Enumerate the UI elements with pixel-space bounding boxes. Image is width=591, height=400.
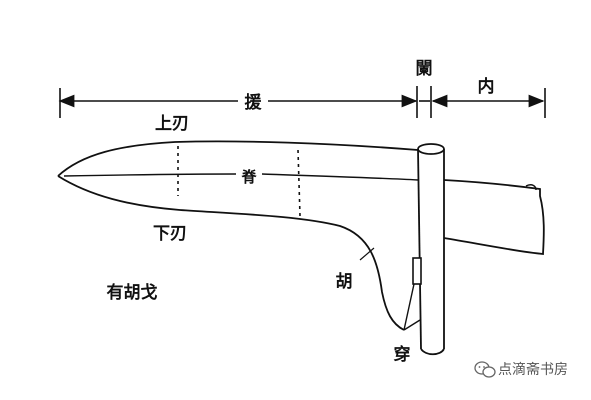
label-caption: 有胡戈 xyxy=(107,282,158,303)
blade-outline xyxy=(57,140,419,331)
wechat-icon xyxy=(474,361,496,378)
hu-leader xyxy=(359,247,375,261)
shaft xyxy=(417,143,445,356)
label-yuan: 援 xyxy=(245,92,263,113)
label-chuan: 穿 xyxy=(394,344,411,365)
tang-notch xyxy=(525,184,537,191)
label-nei: 内 xyxy=(478,76,495,97)
dotted-line-2 xyxy=(297,149,301,217)
watermark-text: 点滴斋书房 xyxy=(498,361,568,378)
label-upper-blade: 上刃 xyxy=(155,114,189,134)
dimension-nei xyxy=(431,88,546,118)
lashing-cord xyxy=(403,283,421,331)
watermark: 点滴斋书房 xyxy=(474,361,568,378)
label-spine: 脊 xyxy=(240,168,257,186)
dimension-lan xyxy=(419,86,432,118)
dimension-yuan xyxy=(58,86,418,118)
perforation-slot xyxy=(412,257,422,285)
tang-outline xyxy=(443,179,545,255)
label-lower-blade: 下刃 xyxy=(153,224,187,244)
spine-line xyxy=(63,173,419,181)
label-lan: 闌 xyxy=(416,59,433,79)
label-hu: 胡 xyxy=(336,271,353,292)
